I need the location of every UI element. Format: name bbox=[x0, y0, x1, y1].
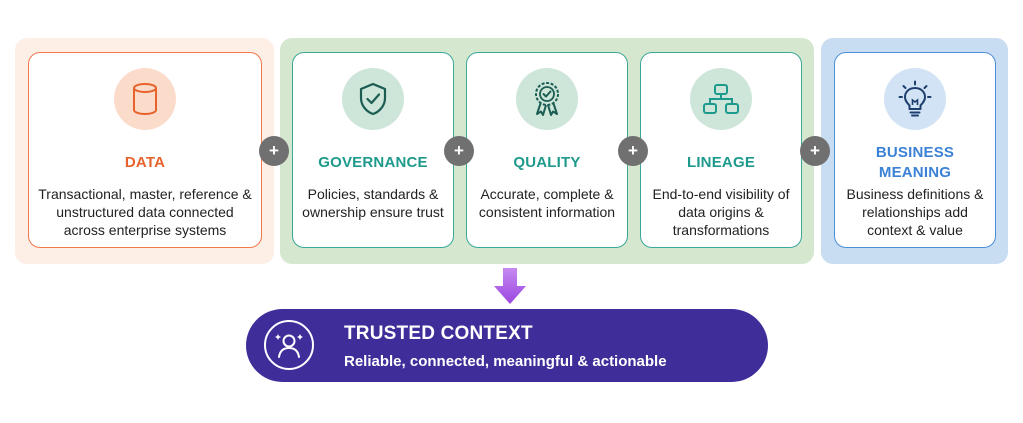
card-description: Business definitions & relationships add… bbox=[846, 186, 984, 238]
plus-connector-2: + bbox=[444, 136, 474, 166]
card-quality: QUALITY Accurate, complete & consistent … bbox=[466, 52, 628, 248]
flowchart-icon bbox=[690, 68, 752, 130]
plus-connector-1: + bbox=[259, 136, 289, 166]
card-description: End-to-end visibility of data origins & … bbox=[652, 186, 790, 238]
card-description: Transactional, master, reference & unstr… bbox=[38, 186, 252, 238]
card-title: GOVERNANCE bbox=[318, 154, 428, 171]
trusted-context-banner: TRUSTED CONTEXT Reliable, connected, mea… bbox=[246, 309, 768, 382]
card-title: LINEAGE bbox=[686, 154, 756, 171]
card-title: QUALITY bbox=[513, 154, 581, 171]
card-business-meaning: BUSINESS MEANING Business definitions & … bbox=[834, 52, 996, 248]
plus-connector-3: + bbox=[618, 136, 648, 166]
card-title: BUSINESS MEANING bbox=[875, 144, 955, 181]
down-arrow-icon bbox=[494, 268, 526, 304]
card-description: Policies, standards & ownership ensure t… bbox=[302, 186, 444, 220]
card-title: DATA bbox=[124, 154, 166, 171]
card-description: Accurate, complete & consistent informat… bbox=[478, 186, 616, 220]
card-data: DATA Transactional, master, reference & … bbox=[28, 52, 262, 248]
award-badge-icon bbox=[516, 68, 578, 130]
card-lineage: LINEAGE End-to-end visibility of data or… bbox=[640, 52, 802, 248]
card-governance: GOVERNANCE Policies, standards & ownersh… bbox=[292, 52, 454, 248]
banner-subtitle: Reliable, connected, meaningful & action… bbox=[344, 353, 667, 370]
person-stars-icon bbox=[264, 320, 314, 370]
shield-check-icon bbox=[342, 68, 404, 130]
database-icon bbox=[114, 68, 176, 130]
banner-title: TRUSTED CONTEXT bbox=[344, 323, 533, 344]
plus-connector-4: + bbox=[800, 136, 830, 166]
lightbulb-icon bbox=[884, 68, 946, 130]
